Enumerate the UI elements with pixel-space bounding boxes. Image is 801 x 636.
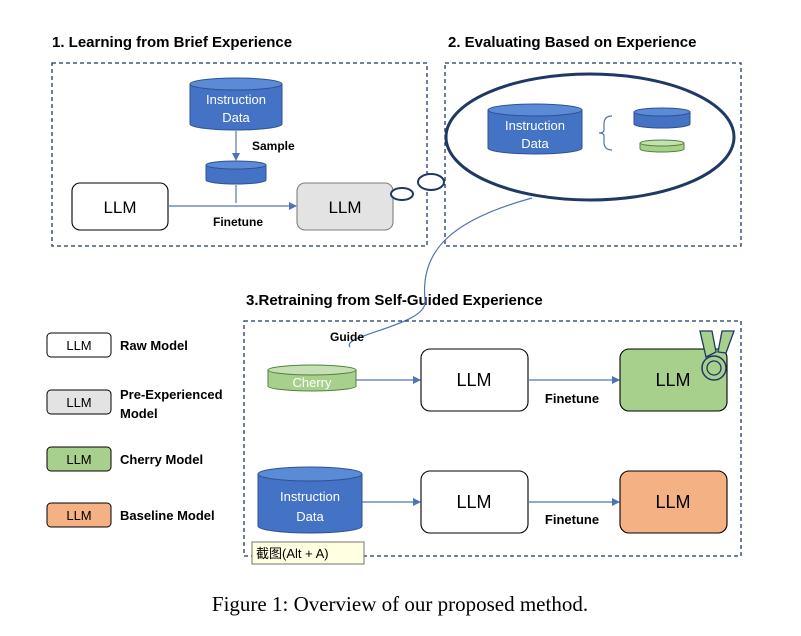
instruction-s3-line1: Instruction [280,489,340,504]
figure-caption: Figure 1: Overview of our proposed metho… [212,592,588,616]
section-3-box [243,320,742,557]
legend-pre-label-line2: Model [120,406,158,421]
sample-cylinder [205,160,267,185]
section-1-title: 1. Learning from Brief Experience [52,34,292,51]
legend-swatch-baseline-label: LLM [66,508,91,523]
llm-raw-label-bottom: LLM [456,492,491,512]
finetune-label-bottom: Finetune [545,512,599,527]
legend-pre-label: Pre-Experienced [120,387,223,402]
llm-pre-experienced-box [296,182,394,231]
thought-bubble-medium [417,173,445,191]
llm-raw-label-top: LLM [456,370,491,390]
legend-swatch-pre [46,389,112,415]
llm-raw-label-s1: LLM [103,198,136,217]
instruction-s2-line2: Data [521,136,549,151]
medal-icon [699,330,735,381]
split-brace [598,115,613,151]
finetune-label-s1: Finetune [213,215,263,229]
cherry-data-cylinder: Cherry [267,364,357,392]
split-green-cylinder [639,139,685,153]
section-2-title: 2. Evaluating Based on Experience [448,34,696,51]
llm-cherry-label: LLM [655,370,690,390]
instruction-s2-line1: Instruction [505,118,565,133]
instruction-data-cylinder-s2: Instruction Data [487,103,583,155]
instruction-label-line1: Instruction [206,92,266,107]
legend-swatch-cherry [46,446,112,472]
legend-cherry-label: Cherry Model [120,452,203,467]
llm-baseline-box [619,470,728,534]
instruction-label-line2: Data [222,110,250,125]
llm-cherry-box [619,348,728,412]
legend-baseline-label: Baseline Model [120,508,215,523]
instruction-s3-line2: Data [296,509,324,524]
screenshot-tooltip-text: 截图(Alt + A) [256,546,329,561]
legend-swatch-raw-label: LLM [66,338,91,353]
finetune-label-top: Finetune [545,391,599,406]
legend: LLM Raw Model LLM Pre-Experienced Model … [46,332,223,528]
legend-swatch-raw [46,332,112,358]
screenshot-tooltip[interactable]: 截图(Alt + A) [251,541,365,565]
cherry-label: Cherry [292,375,332,390]
section-1-box [51,62,428,247]
legend-swatch-baseline [46,502,112,528]
instruction-data-cylinder-s1: Instruction Data [189,77,283,131]
legend-raw-label: Raw Model [120,338,188,353]
split-blue-cylinder [633,107,691,129]
llm-baseline-label: LLM [655,492,690,512]
sample-label: Sample [252,139,295,153]
legend-swatch-pre-label: LLM [66,395,91,410]
section-3-title: 3.Retraining from Self-Guided Experience [246,292,543,309]
thought-bubble-small [390,187,414,201]
guide-connector [348,197,533,348]
llm-pre-experienced-label: LLM [328,198,361,217]
legend-swatch-cherry-label: LLM [66,452,91,467]
instruction-data-cylinder-s3: Instruction Data [257,466,363,534]
guide-label: Guide [330,330,364,344]
section-2-box [444,62,742,247]
